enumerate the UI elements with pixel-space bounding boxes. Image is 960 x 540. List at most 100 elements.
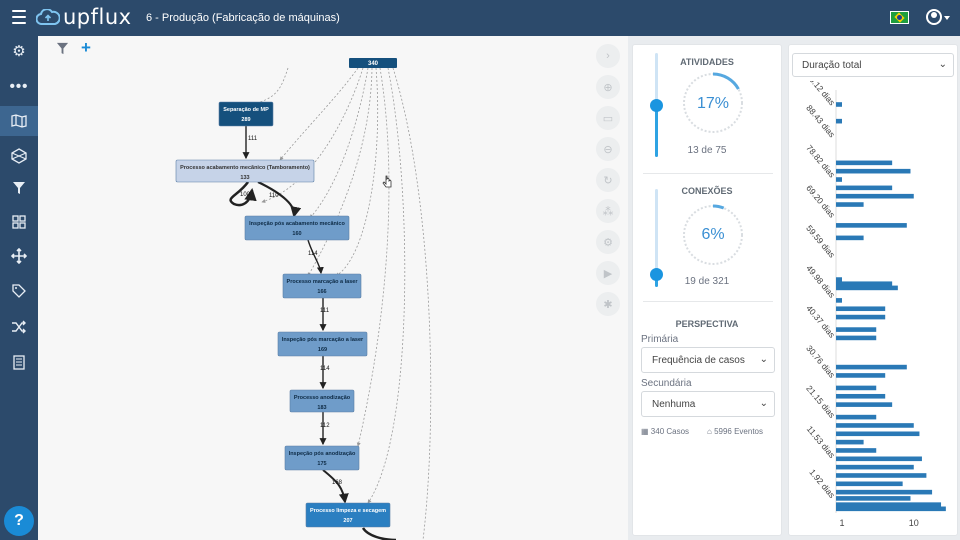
gears-icon: ⚙: [12, 43, 26, 60]
sidebar-item-filter[interactable]: [0, 173, 38, 203]
shuffle-icon: [12, 320, 26, 334]
histogram-bar: [836, 373, 886, 378]
sidebar-item-shuffle[interactable]: [0, 312, 38, 342]
divider: [643, 301, 773, 302]
histogram-bar: [836, 402, 893, 407]
metric-select[interactable]: Duração total ⌄: [792, 53, 954, 77]
y-tick-label: 88.43 dias: [804, 103, 837, 139]
edge-label: 168: [332, 480, 343, 486]
gear-icon[interactable]: ✱: [596, 292, 620, 316]
chevron-down-icon[interactable]: [944, 16, 950, 20]
y-tick-label: 69.20 dias: [804, 183, 837, 219]
activity-node-box: [175, 159, 315, 183]
histogram-bar: [836, 235, 864, 241]
fit-screen-icon[interactable]: ▭: [596, 106, 620, 130]
edge-label: 112: [320, 423, 330, 429]
sidebar-item-move[interactable]: [0, 241, 38, 271]
user-icon[interactable]: [926, 9, 942, 25]
histogram-bar: [836, 473, 927, 478]
zoom-in-icon[interactable]: ⊕: [596, 75, 620, 99]
y-tick-label: 96.12 dias: [804, 81, 837, 107]
dotted-edges: [261, 67, 432, 540]
activity-node-count: 160: [292, 231, 301, 237]
collapse-icon[interactable]: ›: [596, 44, 620, 68]
start-node[interactable]: 340: [349, 58, 397, 68]
sidebar-item-network[interactable]: [0, 141, 38, 171]
activity-node-count: 207: [343, 518, 352, 524]
primary-select-value: Frequência de casos: [652, 355, 745, 366]
brazil-flag-icon[interactable]: [890, 11, 909, 24]
connections-percent: 6%: [701, 226, 725, 243]
sidebar-item-tag[interactable]: [0, 276, 38, 306]
histogram-bar: [836, 335, 877, 341]
histogram-bar: [836, 506, 946, 512]
connections-slider-handle[interactable]: [650, 267, 663, 281]
connections-slider-track[interactable]: [655, 189, 658, 287]
histogram-bar: [836, 489, 933, 495]
activity-node-count: 133: [240, 175, 249, 181]
pointer-cursor-icon: [382, 175, 392, 188]
sidebar-item-map[interactable]: [0, 106, 38, 136]
grid-icon: [12, 215, 26, 229]
menu-icon[interactable]: [12, 10, 26, 24]
histogram-bar: [836, 439, 864, 445]
edge-label: 114: [320, 366, 330, 372]
cases-label: 340 Casos: [650, 427, 690, 436]
chevron-down-icon: ⌄: [759, 398, 768, 409]
primary-select[interactable]: Frequência de casos ⌄: [641, 347, 775, 373]
filter-icon[interactable]: [56, 42, 69, 55]
settings-icon[interactable]: ⚙: [596, 230, 620, 254]
primary-label: Primária: [641, 334, 679, 345]
y-tick-label: 21.15 dias: [804, 383, 837, 419]
histogram-bar: [836, 481, 903, 487]
histogram-bar: [836, 306, 886, 312]
activity-node-count: 166: [317, 289, 326, 295]
activity-node-box: [289, 389, 355, 413]
sidebar: ⚙ ••• ?: [0, 36, 38, 540]
sidebar-item-settings[interactable]: ⚙: [0, 36, 38, 66]
map-icon: [11, 114, 27, 128]
activity-node-label: Inspeção pós anodização: [289, 451, 356, 457]
histogram-bar: [836, 314, 886, 320]
help-button[interactable]: ?: [4, 506, 34, 536]
secondary-select[interactable]: Nenhuma ⌄: [641, 391, 775, 417]
cloud-icon: [36, 9, 60, 25]
process-map-canvas[interactable]: + 111 100: [38, 36, 628, 540]
layout-icon[interactable]: ⁂: [596, 199, 620, 223]
process-map-graph[interactable]: 111 100 110 114 111 114 112 168 340 Sepa…: [38, 36, 628, 540]
histogram-bar: [836, 464, 914, 470]
activities-slider-fill: [655, 104, 658, 157]
activity-node[interactable]: Processo acabamento mecânico (Tamboramen…: [175, 159, 315, 183]
activity-node-box: [244, 215, 350, 241]
add-icon[interactable]: +: [81, 38, 91, 57]
events-label: 5996 Eventos: [714, 427, 764, 436]
y-tick-label: 78.82 dias: [804, 143, 837, 179]
connections-title: CONEXÕES: [681, 186, 733, 196]
play-icon[interactable]: ▶: [596, 261, 620, 285]
start-edge: [259, 67, 289, 103]
activity-node-label: Processo acabamento mecânico (Tamboramen…: [180, 165, 310, 171]
chevron-down-icon: ⌄: [938, 59, 947, 70]
events-count: ⌂ 5996 Eventos: [707, 427, 763, 436]
start-node-label: 340: [368, 61, 379, 67]
connections-ring: [682, 204, 744, 266]
sidebar-item-grid[interactable]: [0, 207, 38, 237]
activities-slider-handle[interactable]: [650, 98, 663, 112]
sidebar-item-report[interactable]: [0, 347, 38, 377]
connections-count: 19 de 321: [684, 276, 730, 287]
tag-icon: [12, 284, 26, 298]
zoom-out-icon[interactable]: ⊖: [596, 137, 620, 161]
histogram-bar: [836, 502, 942, 507]
sidebar-item-more[interactable]: •••: [0, 71, 38, 101]
refresh-icon[interactable]: ↻: [596, 168, 620, 192]
activities-count: 13 de 75: [687, 145, 727, 156]
histogram-bar: [836, 102, 842, 107]
